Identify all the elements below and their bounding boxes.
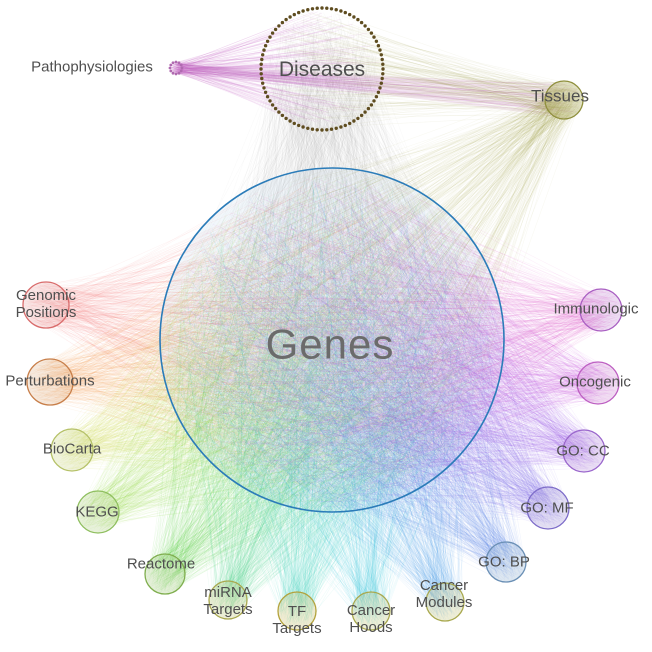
- pathophysiologies-edge-bundle: [170, 11, 380, 126]
- go_bp-edge-bundle: [179, 181, 525, 581]
- node-perturbations[interactable]: [26, 358, 74, 406]
- node-layer: [22, 6, 623, 631]
- node-mirna_targets[interactable]: [208, 580, 248, 620]
- node-reactome[interactable]: [144, 553, 186, 595]
- cancer_modules-edge-bundle: [167, 180, 494, 620]
- node-genes[interactable]: [159, 167, 505, 513]
- mirna_targets-edge-bundle: [171, 175, 497, 619]
- pathophysiologies-edge-bundle: [170, 62, 582, 119]
- node-go_bp[interactable]: [485, 541, 527, 583]
- node-biocarta[interactable]: [50, 428, 94, 472]
- edge-layer: [24, 11, 621, 629]
- node-go_mf[interactable]: [526, 486, 570, 530]
- go_cc-edge-bundle: [165, 176, 604, 502]
- node-genomic_positions[interactable]: [22, 281, 70, 329]
- go_mf-edge-bundle: [176, 182, 568, 528]
- node-tissues[interactable]: [544, 80, 584, 120]
- node-immunologic[interactable]: [579, 288, 623, 332]
- hub-fill-layer: [160, 168, 504, 512]
- reactome-edge-bundle: [146, 175, 496, 593]
- kegg-edge-bundle: [78, 176, 493, 532]
- node-kegg[interactable]: [76, 490, 120, 534]
- node-oncogenic[interactable]: [576, 361, 620, 405]
- genes-circle-fill: [160, 168, 504, 512]
- tissues-edge-bundle: [268, 11, 582, 128]
- perturbations-edge-bundle: [29, 173, 495, 495]
- node-pathophysiologies[interactable]: [168, 60, 184, 76]
- node-diseases[interactable]: [259, 6, 385, 132]
- immunologic-edge-bundle: [167, 178, 621, 506]
- oncogenic-edge-bundle: [167, 180, 618, 501]
- node-tf_targets[interactable]: [277, 591, 317, 631]
- biocarta-edge-bundle: [52, 185, 490, 502]
- diseases-edge-bundle: [171, 12, 497, 502]
- node-cancer_hoods[interactable]: [351, 591, 391, 631]
- cancer_hoods-edge-bundle: [166, 178, 497, 629]
- node-cancer_modules[interactable]: [425, 582, 465, 622]
- genomic_positions-edge-bundle: [24, 177, 495, 503]
- tissues-edge-bundle: [168, 83, 583, 497]
- tf_targets-edge-bundle: [165, 178, 491, 629]
- node-go_cc[interactable]: [562, 429, 606, 473]
